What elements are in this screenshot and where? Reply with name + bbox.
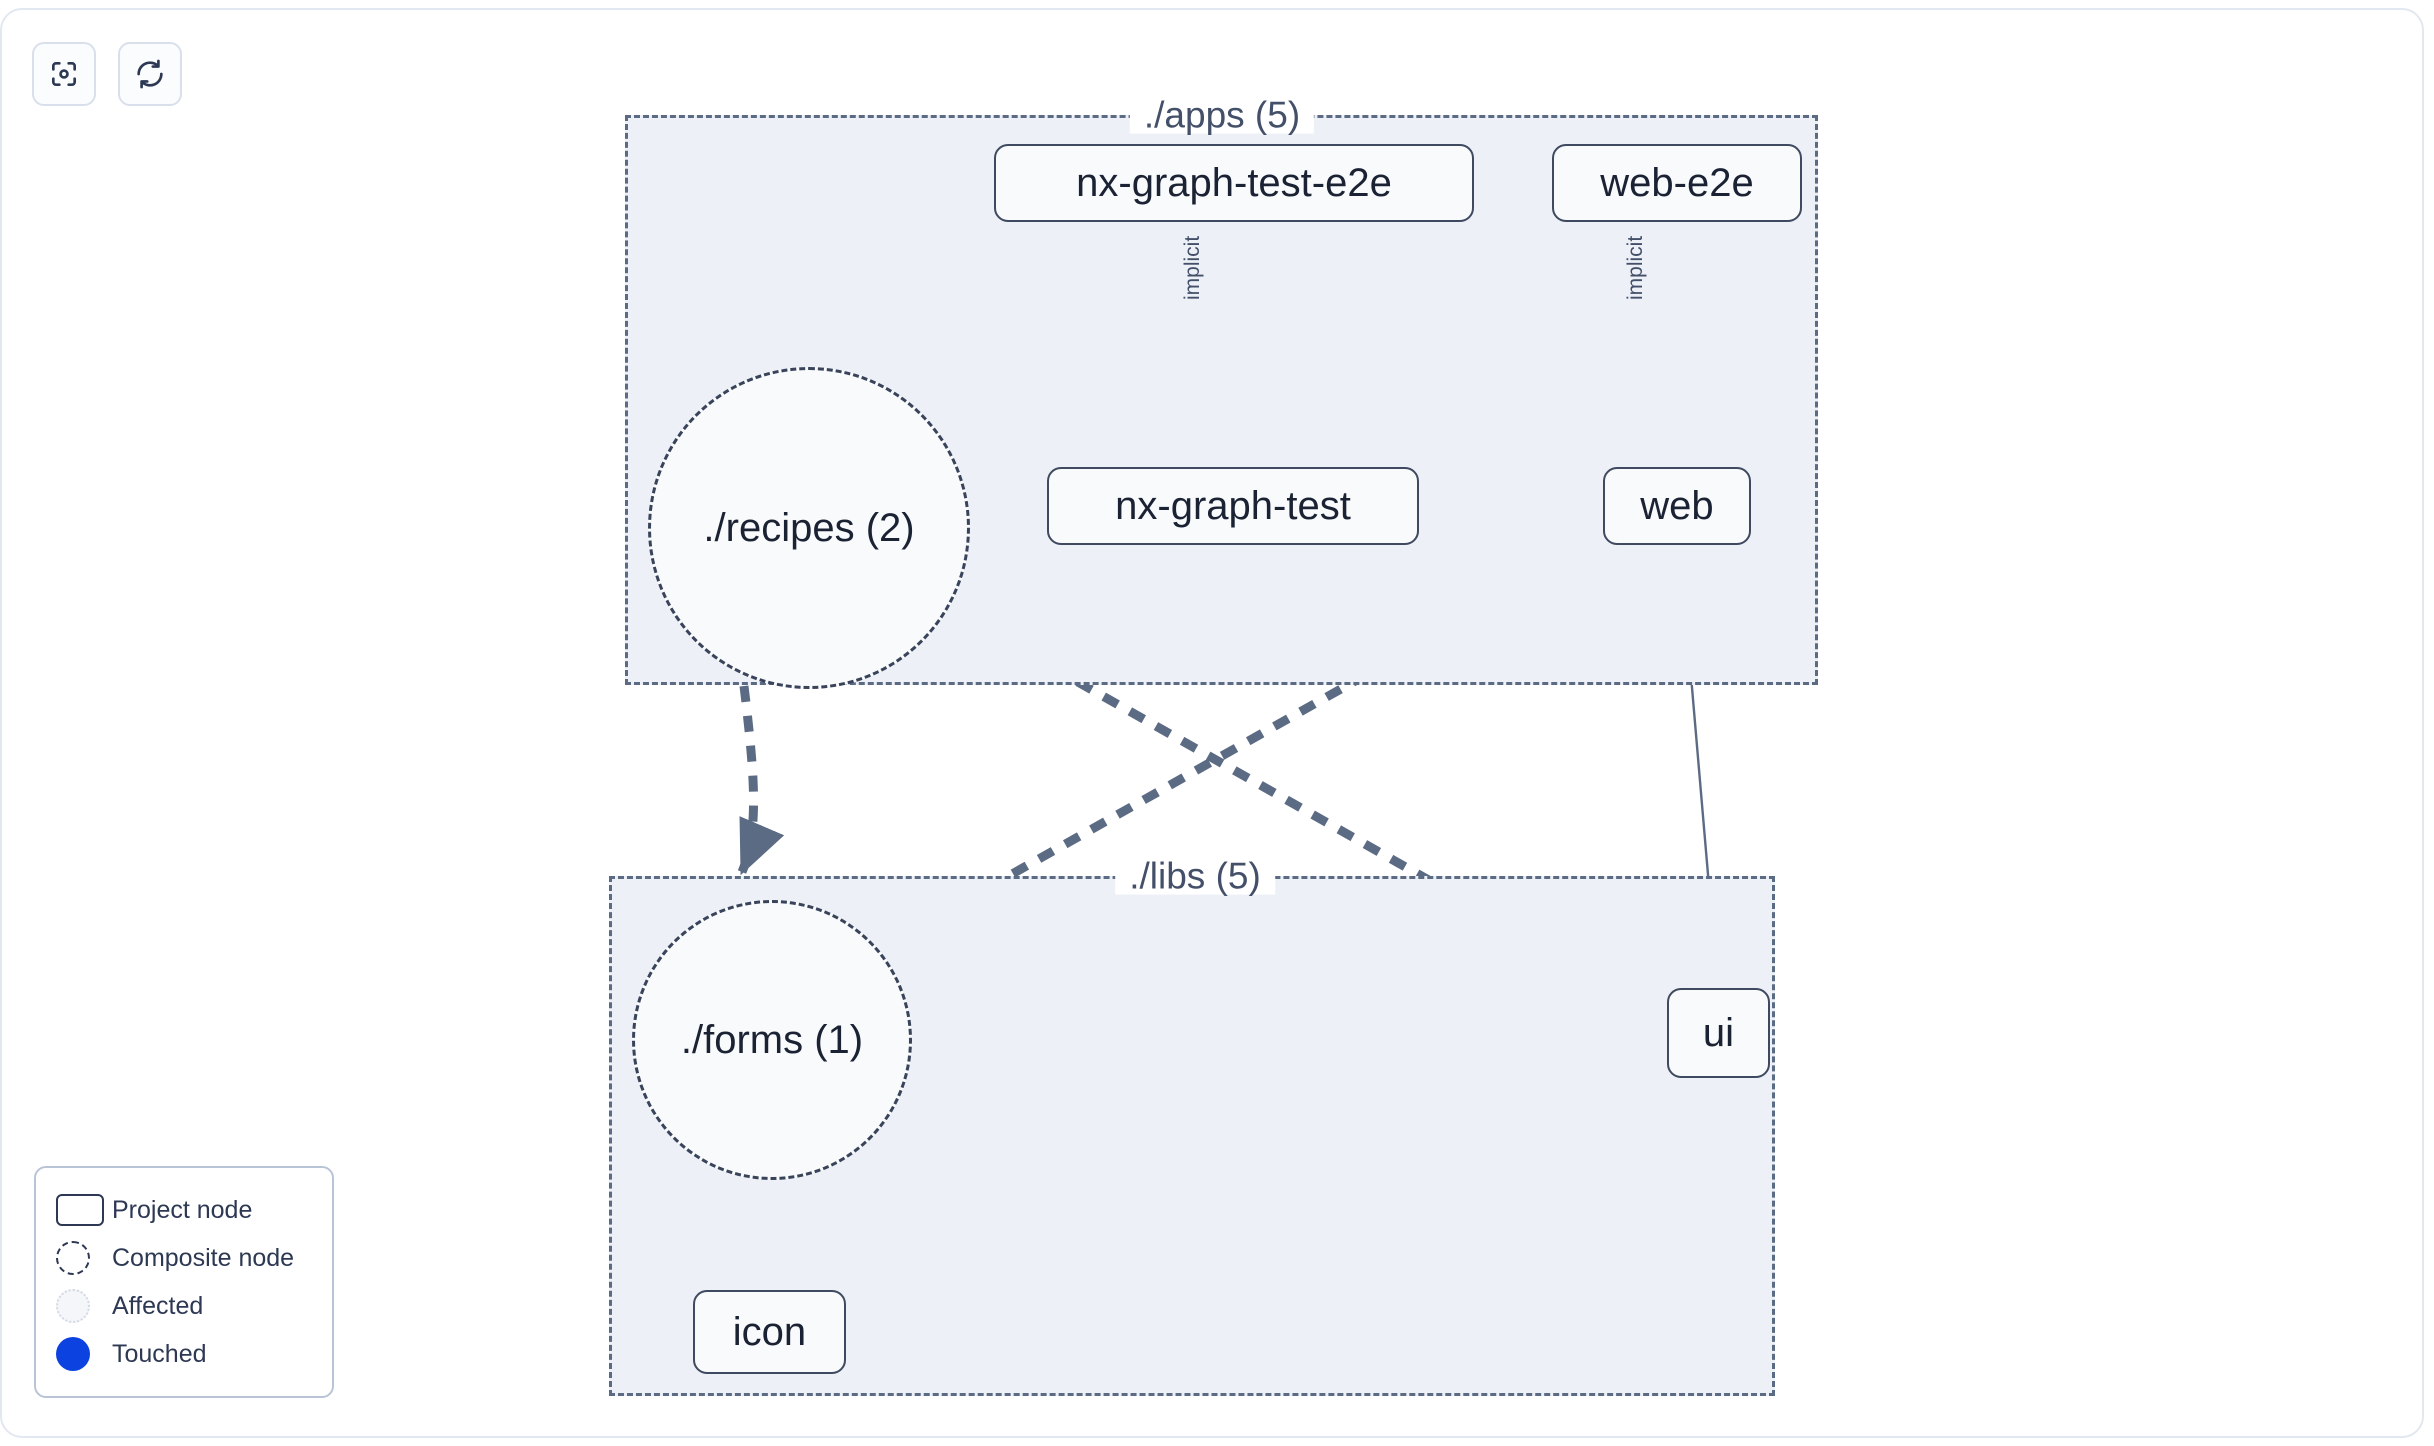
edge-label-implicit-nx-graph-test: implicit [1181,235,1204,300]
legend-item-composite-node: Composite node [56,1234,312,1282]
group-label-apps: ./apps (5) [1129,96,1315,134]
refresh-icon [134,58,166,90]
graph-legend: Project node Composite node Affected Tou… [34,1166,334,1398]
legend-label: Project node [112,1195,253,1224]
legend-item-project-node: Project node [56,1186,312,1234]
legend-item-touched: Touched [56,1330,312,1378]
focus-target-icon [48,58,80,90]
legend-label: Composite node [112,1243,295,1272]
graph-panel: ./apps (5) ./libs (5) [0,8,2424,1438]
group-label-libs: ./libs (5) [1115,857,1275,895]
project-node-ui[interactable]: ui [1667,988,1770,1078]
project-node-web[interactable]: web [1603,467,1751,545]
edge-recipes-to-forms [737,685,785,876]
composite-node-forms[interactable]: ./forms (1) [632,900,912,1180]
project-node-web-e2e[interactable]: web-e2e [1552,144,1802,222]
graph-toolbar [32,42,182,106]
project-node-nx-graph-test-e2e[interactable]: nx-graph-test-e2e [994,144,1474,222]
graph-canvas[interactable]: ./apps (5) ./libs (5) [2,10,2422,1436]
legend-label: Touched [112,1339,207,1368]
project-node-icon[interactable]: icon [693,1290,846,1374]
focus-graph-button[interactable] [32,42,96,106]
affected-swatch [56,1289,112,1323]
legend-item-affected: Affected [56,1282,312,1330]
project-node-nx-graph-test[interactable]: nx-graph-test [1047,467,1419,545]
legend-label: Affected [112,1291,204,1320]
composite-node-swatch [56,1241,112,1275]
touched-swatch [56,1337,112,1371]
edge-label-implicit-web: implicit [1624,235,1647,300]
composite-node-recipes[interactable]: ./recipes (2) [648,367,970,689]
refresh-graph-button[interactable] [118,42,182,106]
project-node-swatch [56,1194,112,1226]
